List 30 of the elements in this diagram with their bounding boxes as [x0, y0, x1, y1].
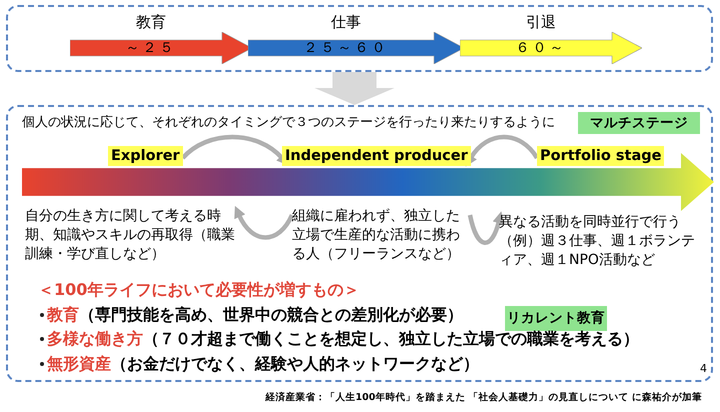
- dashed-panel: [6, 5, 713, 72]
- block-arrow: [314, 72, 394, 105]
- bullet-term: 教育: [47, 304, 79, 326]
- stage-heading: 教育: [135, 12, 167, 32]
- bullet-term: 無形資産: [47, 353, 111, 375]
- stage-heading: 仕事: [330, 12, 362, 32]
- highlight-tag: マルチステージ: [578, 112, 700, 134]
- bullet-text: （お金だけでなく、経験や人的ネットワークなど）: [111, 353, 479, 375]
- highlight-tag: リカレント教育: [505, 306, 607, 331]
- cycle-arrow: [234, 206, 294, 240]
- life-stage-band: [460, 12, 642, 64]
- stage-label: Portfolio stage: [537, 146, 664, 166]
- bullet-text: （専門技能を高め、世界中の競合との差別化が必要）: [79, 304, 463, 326]
- section-heading: ＜100年ライフにおいて必要性が増すもの＞: [38, 280, 360, 300]
- intro-text: 個人の状況に応じて、それぞれのタイミングで３つのステージを行ったり来たりするように: [22, 114, 555, 132]
- stage-description: 自分の生き方に関して考える時期、知識やスキルの再取得（職業訓練・学び直しなど）: [25, 207, 239, 264]
- age-range: ～２５: [124, 39, 178, 58]
- source-note: 経済産業省：「人生100年時代」を踏まえた 「社会人基礎力」の見直しについて に森祐介が加筆: [266, 391, 702, 405]
- bullet-text: （７０才超まで働くことを想定し、独立した立場での職業を考える）: [143, 328, 639, 350]
- dashed-panel: [6, 105, 713, 382]
- stage-label: Independent producer: [282, 146, 471, 166]
- stage-heading: 引退: [525, 12, 557, 32]
- age-range: ２５～６０: [302, 39, 390, 58]
- stage-description: 組織に雇われず、独立した立場で生産的な活動に携わる人（フリーランスなど）: [292, 207, 470, 264]
- stage-label: Explorer: [108, 146, 183, 166]
- page-number: 4: [700, 362, 707, 376]
- bullet-term: 多様な働き方: [47, 328, 143, 350]
- age-range: ６０～: [514, 39, 568, 58]
- stage-description: 異なる活動を同時並行で行う（例）週３仕事、週１ボランティア、週１NPO活動など: [499, 213, 704, 270]
- cycle-arrow: [468, 211, 504, 245]
